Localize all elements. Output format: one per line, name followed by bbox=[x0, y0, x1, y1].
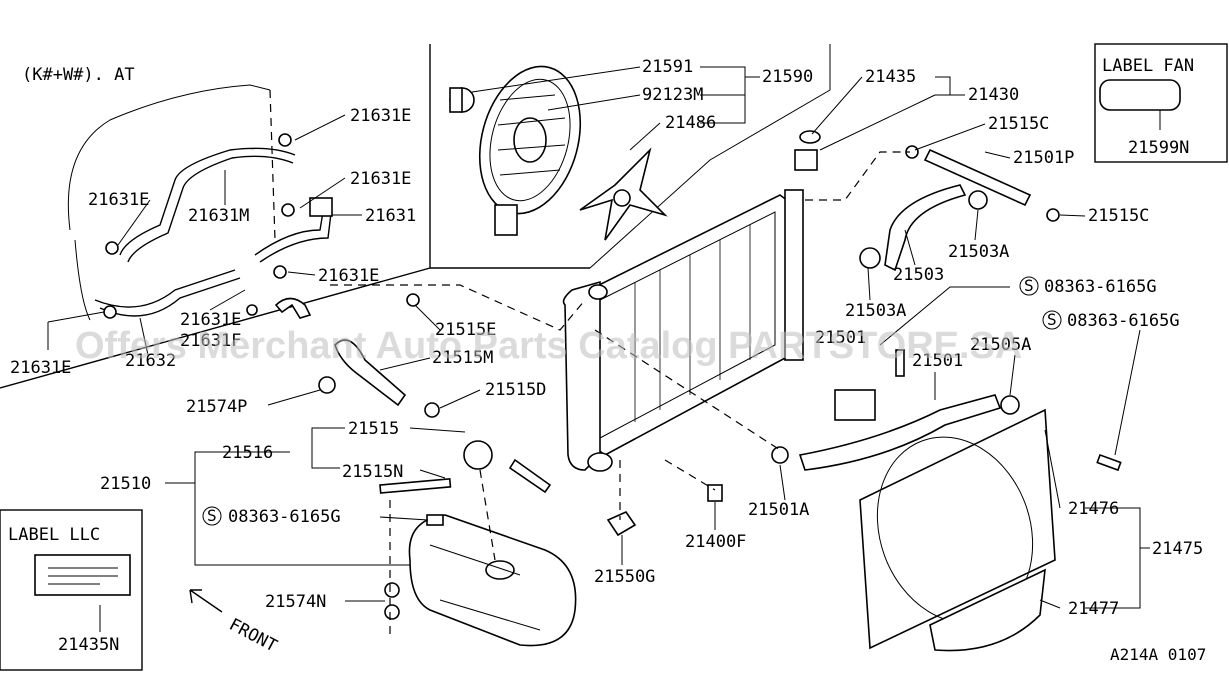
part-21477: 21477 bbox=[1068, 599, 1119, 619]
label-llc-title: LABEL LLC bbox=[8, 525, 100, 545]
bolt-symbol-a bbox=[1019, 276, 1039, 296]
label-fan-part: 21599N bbox=[1128, 138, 1189, 158]
leader-lines bbox=[47, 66, 1161, 632]
part-21515C-lower: 21515C bbox=[1088, 206, 1149, 226]
bolt-symbol-b-letter: S bbox=[1047, 310, 1057, 329]
part-21516: 21516 bbox=[222, 443, 273, 463]
part-08363-6165G-c: 08363-6165G bbox=[228, 507, 341, 527]
part-21591: 21591 bbox=[642, 57, 693, 77]
part-21503A-lower: 21503A bbox=[845, 301, 906, 321]
part-08363-6165G-a: 08363-6165G bbox=[1044, 277, 1157, 297]
part-21503: 21503 bbox=[893, 265, 944, 285]
lower-hose bbox=[798, 394, 1002, 471]
part-21430: 21430 bbox=[968, 85, 1019, 105]
part-21501P: 21501P bbox=[1013, 148, 1074, 168]
drawing-code: A214A 0107 bbox=[1110, 645, 1206, 664]
part-21400F: 21400F bbox=[685, 532, 746, 552]
bolt-symbol-c-letter: S bbox=[207, 506, 217, 525]
part-2150x: 21501 bbox=[815, 328, 866, 348]
part-21590: 21590 bbox=[762, 67, 813, 87]
part-21631M: 21631M bbox=[188, 206, 249, 226]
part-21515: 21515 bbox=[348, 419, 399, 439]
hoses bbox=[67, 84, 1032, 494]
watermark: Offers Merchant Auto Parts Catalog PARTS… bbox=[75, 325, 1022, 367]
part-21574N: 21574N bbox=[265, 592, 326, 612]
part-21501A: 21501A bbox=[748, 500, 809, 520]
part-21631E-2: 21631E bbox=[350, 169, 411, 189]
part-21550G: 21550G bbox=[594, 567, 655, 587]
bolt-symbol-a-letter: S bbox=[1024, 276, 1034, 295]
fan-assembly bbox=[449, 65, 668, 241]
radiator bbox=[562, 189, 804, 472]
upper-hose bbox=[884, 184, 967, 272]
label-fan-box bbox=[1094, 43, 1228, 163]
part-21631E-3: 21631E bbox=[88, 190, 149, 210]
part-21476: 21476 bbox=[1068, 499, 1119, 519]
part-21486: 21486 bbox=[665, 113, 716, 133]
part-21574P: 21574P bbox=[186, 397, 247, 417]
variant-label: (K#+W#). AT bbox=[22, 65, 135, 85]
front-label: FRONT bbox=[226, 615, 281, 657]
bolt-symbol-c bbox=[202, 506, 222, 526]
part-21515D: 21515D bbox=[485, 380, 546, 400]
label-llc-part: 21435N bbox=[58, 635, 119, 655]
fan-shroud bbox=[859, 408, 1056, 652]
part-21631E-1: 21631E bbox=[350, 106, 411, 126]
part-21631E-5: 21631E bbox=[180, 310, 241, 330]
part-21631E-6: 21631E bbox=[10, 358, 71, 378]
small-parts bbox=[34, 79, 1181, 620]
part-21515C-upper: 21515C bbox=[988, 114, 1049, 134]
part-21501: 21501 bbox=[912, 351, 963, 371]
part-21475: 21475 bbox=[1152, 539, 1203, 559]
part-21515E: 21515E bbox=[435, 320, 496, 340]
part-08363-6165G-b: 08363-6165G bbox=[1067, 311, 1180, 331]
part-21515M: 21515M bbox=[432, 348, 493, 368]
part-21503A-upper: 21503A bbox=[948, 242, 1009, 262]
part-21505A: 21505A bbox=[970, 335, 1031, 355]
part-21510: 21510 bbox=[100, 474, 151, 494]
part-labels: (K#+W#). AT LABEL FAN 21599N LABEL LLC 2… bbox=[8, 56, 1206, 664]
front-arrow bbox=[189, 589, 223, 613]
part-21632: 21632 bbox=[125, 351, 176, 371]
part-21435: 21435 bbox=[865, 67, 916, 87]
part-21515N: 21515N bbox=[342, 462, 403, 482]
part-92123M: 92123M bbox=[642, 85, 703, 105]
dashed-lines bbox=[269, 89, 910, 640]
label-fan-title: LABEL FAN bbox=[1102, 56, 1194, 76]
reservoir-tank bbox=[408, 440, 577, 647]
bolt-symbol-b bbox=[1042, 310, 1062, 330]
label-llc-box bbox=[0, 509, 143, 671]
part-21631: 21631 bbox=[365, 206, 416, 226]
panel-borders bbox=[0, 43, 1228, 671]
part-21631F: 21631F bbox=[180, 331, 241, 351]
part-21631E-4: 21631E bbox=[318, 266, 379, 286]
